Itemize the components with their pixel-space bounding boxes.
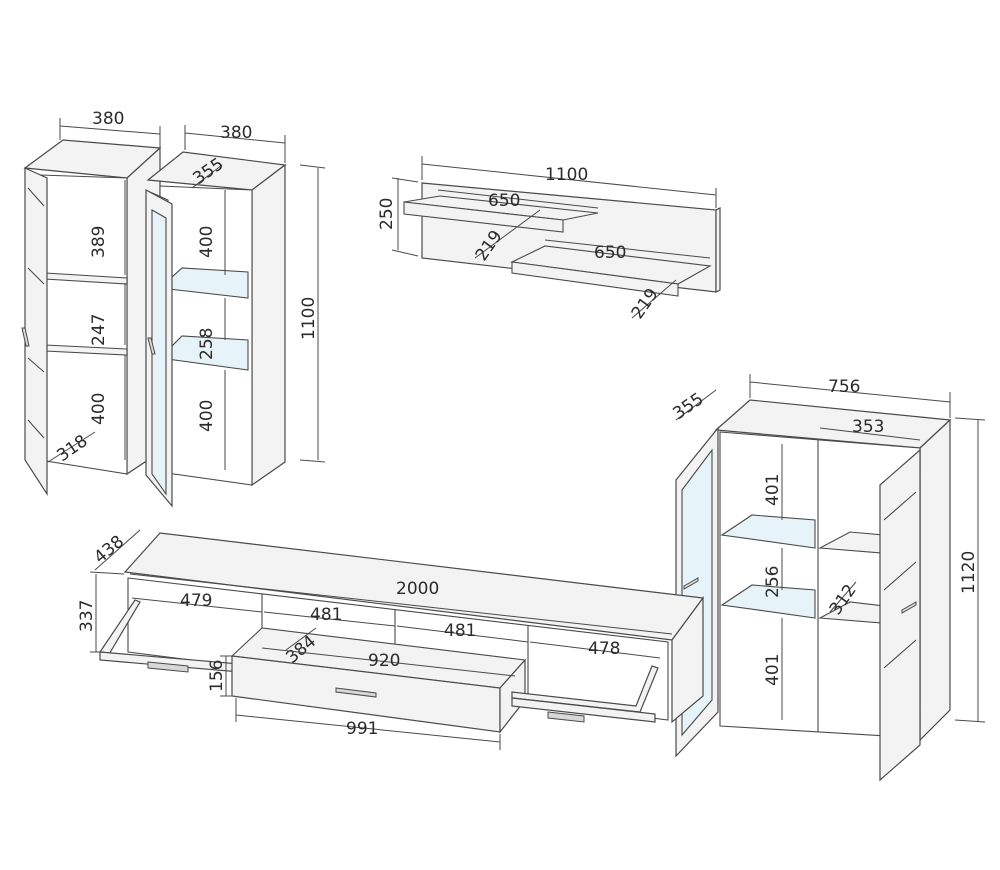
dim-highboard-mid: 256 [763, 566, 783, 598]
dim-glass-bottom: 400 [197, 400, 217, 432]
highboard [675, 399, 952, 782]
dim-drawer-height: 156 [207, 660, 227, 692]
tv-left-flap-handle [147, 661, 189, 673]
left-cabinet [21, 139, 162, 497]
dim-tv-comp2: 481 [310, 605, 342, 625]
dim-tv-length: 2000 [396, 579, 439, 599]
dim-left-shelf-bottom: 400 [89, 393, 109, 425]
left-cabinet-handle [21, 327, 30, 347]
dim-left-shelf-top: 389 [89, 226, 109, 258]
dim-glass-cabinet-height: 1100 [299, 297, 319, 340]
dim-left-shelf-mid: 247 [89, 314, 109, 346]
dim-tv-height: 337 [77, 600, 97, 632]
tv-right-flap-handle [547, 711, 585, 723]
dim-wall-panel-width: 1100 [545, 165, 588, 185]
dim-tv-comp3: 481 [444, 621, 476, 641]
dim-drawer-front-width: 991 [346, 719, 378, 739]
dim-drawer-inner-width: 920 [368, 651, 400, 671]
dim-glass-cabinet-width: 380 [220, 123, 252, 143]
dim-highboard-top: 401 [763, 474, 783, 506]
glass-cabinet-handle [147, 337, 156, 355]
tv-board [99, 532, 705, 734]
left-cabinet-door [24, 167, 48, 497]
dim-left-cabinet-width: 380 [92, 109, 124, 129]
dim-highboard-inner-width: 353 [852, 417, 884, 437]
dim-tv-depth: 438 [90, 532, 128, 568]
wall-panel [403, 182, 721, 297]
glass-cabinet-side [251, 163, 286, 487]
highboard-left-handle [683, 577, 699, 590]
dim-wall-panel-height: 250 [377, 198, 397, 230]
drawer-handle [335, 687, 377, 698]
highboard-glass-shelf-2 [720, 584, 816, 619]
dim-highboard-height: 1120 [959, 551, 979, 594]
highboard-side [919, 418, 951, 742]
dim-highboard-depth: 355 [669, 389, 707, 424]
left-cabinet-interior [39, 174, 128, 475]
tv-board-side [671, 596, 704, 724]
highboard-right-handle [901, 601, 917, 614]
glass-cabinet [145, 151, 287, 508]
highboard-dimensions: 756 355 353 401 256 401 312 1120 [669, 374, 986, 723]
dim-glass-top: 400 [197, 226, 217, 258]
highboard-glass-shelf-1 [720, 514, 816, 549]
dim-highboard-bottom: 401 [763, 654, 783, 686]
tv-board-dimensions: 438 2000 337 479 481 481 478 384 920 156… [77, 529, 673, 750]
glass-shelf-2 [158, 335, 249, 371]
dim-tv-comp4: 478 [588, 639, 620, 659]
glass-shelf-1 [158, 267, 249, 299]
dim-lower-shelf-length: 650 [594, 243, 626, 263]
dim-glass-mid: 258 [197, 328, 217, 360]
dim-highboard-width: 756 [828, 377, 860, 397]
dim-upper-shelf-length: 650 [488, 191, 520, 211]
dim-tv-comp1: 479 [180, 591, 212, 611]
highboard-right-door [879, 448, 921, 782]
